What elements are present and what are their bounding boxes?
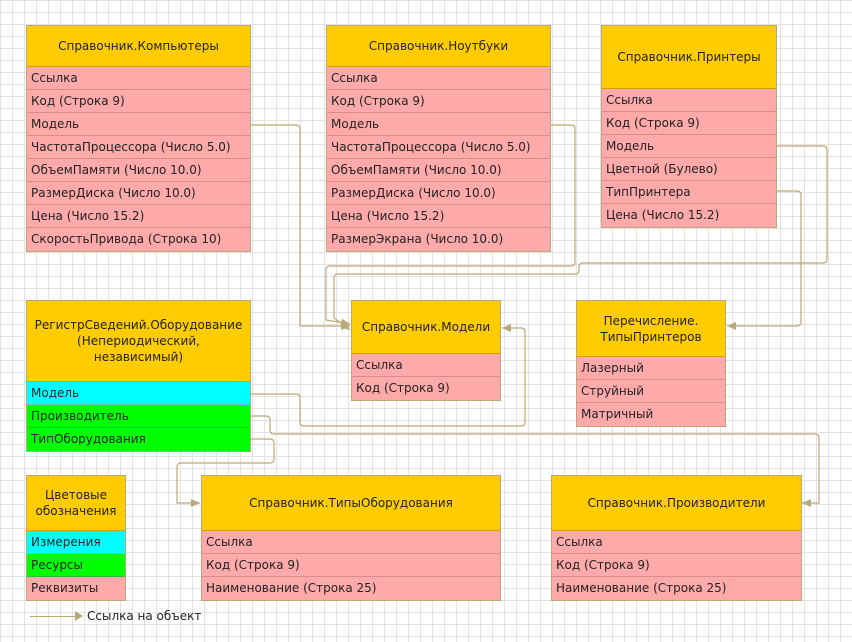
- entity-computers[interactable]: Справочник.Компьютеры Ссылка Код (Строка…: [26, 25, 251, 252]
- entity-register-equipment[interactable]: РегистрСведений.Оборудование (Непериодич…: [26, 300, 251, 452]
- arrow-right-icon: [75, 611, 83, 621]
- entity-row: Код (Строка 9): [352, 377, 500, 400]
- entity-row-resource: ТипОборудования: [27, 428, 250, 451]
- legend-requisite: Реквизиты: [27, 577, 125, 600]
- entity-row: Модель: [327, 113, 550, 136]
- link-legend-line: [30, 615, 75, 617]
- entity-title: Справочник.Принтеры: [602, 26, 776, 89]
- entity-row: ЧастотаПроцессора (Число 5.0): [27, 136, 250, 159]
- entity-row: РазмерДиска (Число 10.0): [27, 182, 250, 205]
- entity-row: Код (Строка 9): [552, 554, 801, 577]
- legend-dimension: Измерения: [27, 531, 125, 554]
- entity-title: Перечисление. ТипыПринтеров: [577, 301, 725, 357]
- legend-resource: Ресурсы: [27, 554, 125, 577]
- entity-row: Ссылка: [602, 89, 776, 112]
- entity-notebooks[interactable]: Справочник.Ноутбуки Ссылка Код (Строка 9…: [326, 25, 551, 252]
- entity-row: ТипПринтера: [602, 181, 776, 204]
- entity-title: Справочник.Модели: [352, 301, 500, 354]
- entity-title: Справочник.Ноутбуки: [327, 26, 550, 67]
- entity-models[interactable]: Справочник.Модели Ссылка Код (Строка 9): [351, 300, 501, 401]
- entity-row: Код (Строка 9): [327, 90, 550, 113]
- entity-title: РегистрСведений.Оборудование (Непериодич…: [27, 301, 250, 382]
- entity-title: Цветовые обозначения: [27, 476, 125, 531]
- entity-printers[interactable]: Справочник.Принтеры Ссылка Код (Строка 9…: [601, 25, 777, 228]
- entity-row: Лазерный: [577, 357, 725, 380]
- entity-row: РазмерДиска (Число 10.0): [327, 182, 550, 205]
- entity-row: Код (Строка 9): [602, 112, 776, 135]
- entity-row: Струйный: [577, 380, 725, 403]
- entity-row: Цена (Число 15.2): [27, 205, 250, 228]
- entity-row: Цена (Число 15.2): [327, 205, 550, 228]
- entity-row: Ссылка: [552, 531, 801, 554]
- entity-title: Справочник.Компьютеры: [27, 26, 250, 67]
- link-legend-label: Ссылка на объект: [87, 609, 202, 623]
- entity-row: Ссылка: [327, 67, 550, 90]
- entity-row: ОбъемПамяти (Число 10.0): [27, 159, 250, 182]
- entity-row: Код (Строка 9): [202, 554, 500, 577]
- entity-row: СкоростьПривода (Строка 10): [27, 228, 250, 251]
- entity-row: Модель: [602, 135, 776, 158]
- entity-equipment-types[interactable]: Справочник.ТипыОборудования Ссылка Код (…: [201, 475, 501, 601]
- entity-printer-types-enum[interactable]: Перечисление. ТипыПринтеров Лазерный Стр…: [576, 300, 726, 427]
- entity-row: Ссылка: [27, 67, 250, 90]
- entity-title: Справочник.Производители: [552, 476, 801, 531]
- entity-manufacturers[interactable]: Справочник.Производители Ссылка Код (Стр…: [551, 475, 802, 601]
- link-legend: Ссылка на объект: [30, 606, 201, 626]
- entity-row: Ссылка: [202, 531, 500, 554]
- entity-row: Наименование (Строка 25): [202, 577, 500, 600]
- entity-row: Цветной (Булево): [602, 158, 776, 181]
- entity-row-dimension: Модель: [27, 382, 250, 405]
- entity-row-resource: Производитель: [27, 405, 250, 428]
- entity-row: ОбъемПамяти (Число 10.0): [327, 159, 550, 182]
- entity-title: Справочник.ТипыОборудования: [202, 476, 500, 531]
- entity-color-legend: Цветовые обозначения Измерения Ресурсы Р…: [26, 475, 126, 601]
- entity-row: Ссылка: [352, 354, 500, 377]
- entity-row: Код (Строка 9): [27, 90, 250, 113]
- entity-row: Модель: [27, 113, 250, 136]
- entity-row: Матричный: [577, 403, 725, 426]
- entity-row: Цена (Число 15.2): [602, 204, 776, 227]
- entity-row: ЧастотаПроцессора (Число 5.0): [327, 136, 550, 159]
- entity-row: РазмерЭкрана (Число 10.0): [327, 228, 550, 251]
- entity-row: Наименование (Строка 25): [552, 577, 801, 600]
